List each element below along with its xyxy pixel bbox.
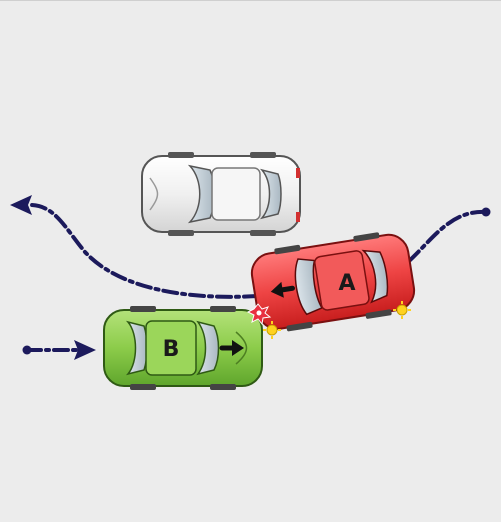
car-b	[103, 306, 263, 390]
car-a-path	[406, 209, 488, 264]
car-b-path-arrowhead	[74, 340, 96, 360]
car-a	[250, 232, 416, 332]
car-a-headlight-icon	[263, 301, 411, 339]
car-a-path-arrowhead	[10, 195, 32, 215]
car-a-label: A	[338, 271, 355, 296]
parked-car	[141, 152, 301, 236]
impact-star-icon	[246, 303, 272, 326]
car-a-swerve-path	[28, 203, 260, 299]
car-a-path-start-dot	[481, 207, 491, 217]
car-b-label: B	[163, 337, 180, 362]
